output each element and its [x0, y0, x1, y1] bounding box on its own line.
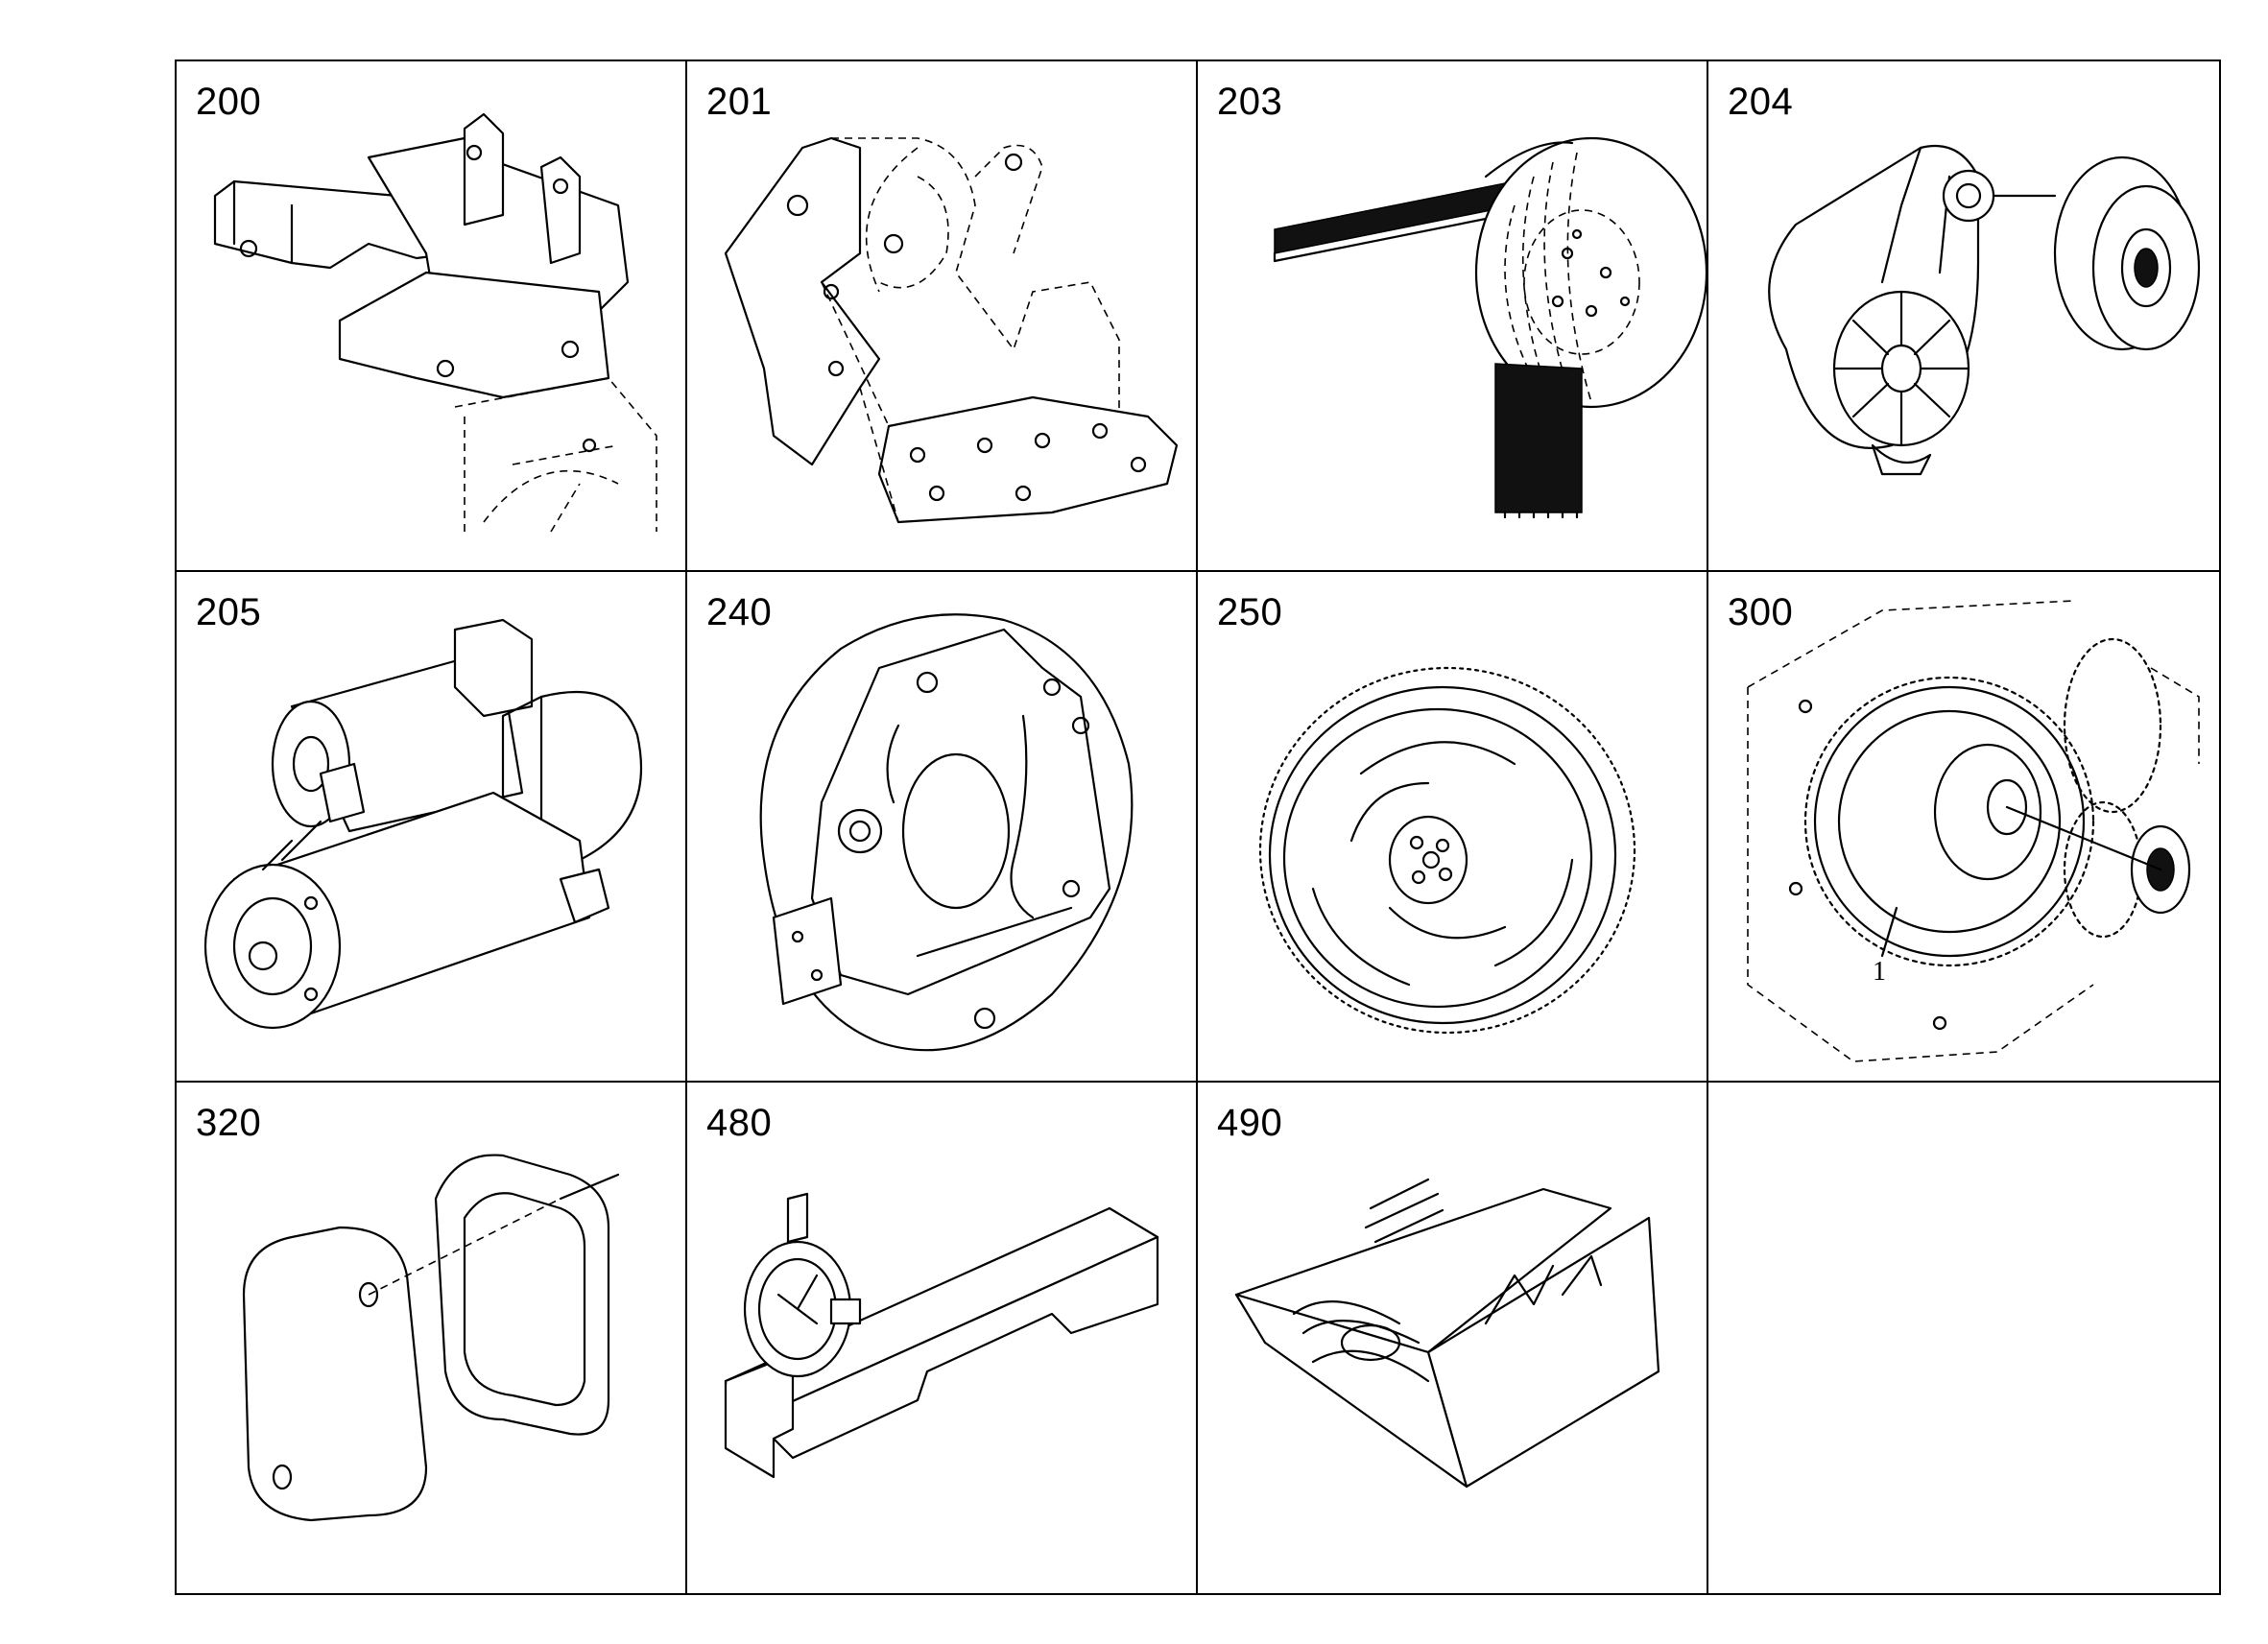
engine-mounting-bracket-icon [177, 61, 685, 570]
part-cell-480[interactable]: 480 [687, 1083, 1198, 1593]
part-cell-250[interactable]: 250 [1198, 572, 1708, 1083]
part-number: 490 [1217, 1102, 1283, 1144]
part-number: 250 [1217, 591, 1283, 633]
part-cell-205[interactable]: 205 [177, 572, 687, 1083]
part-number: 300 [1728, 591, 1794, 633]
timing-case-cover-icon [687, 61, 1196, 570]
dial-gauge-tool-icon [687, 1083, 1196, 1593]
part-cell-320[interactable]: 320 [177, 1083, 687, 1593]
starter-motor-icon [177, 572, 685, 1081]
cover-plate-gasket-icon [177, 1083, 685, 1593]
part-number: 205 [196, 591, 262, 633]
part-cell-201[interactable]: 201 [687, 61, 1198, 572]
part-cell-240[interactable]: 240 [687, 572, 1198, 1083]
part-cell-204[interactable]: 204 [1708, 61, 2219, 572]
part-number: 480 [706, 1102, 773, 1144]
flywheel-ring-gear-icon [1198, 572, 1707, 1081]
part-number: 320 [196, 1102, 262, 1144]
belt-pulley-icon [1198, 61, 1707, 570]
part-number: 200 [196, 81, 262, 123]
part-cell-300[interactable]: 300 1 [1708, 572, 2219, 1083]
part-number: 204 [1728, 81, 1794, 123]
part-cell-490[interactable]: 490 [1198, 1083, 1708, 1593]
parts-index-grid: 200 201 [175, 60, 2221, 1595]
gasket-kit-box-icon [1198, 1083, 1707, 1593]
flywheel-housing-icon [687, 572, 1196, 1081]
timing-gears-icon: 1 [1708, 572, 2219, 1081]
empty-cell [1708, 1083, 2219, 1593]
callout-label: 1 [1873, 957, 1886, 987]
part-number: 201 [706, 81, 773, 123]
belt-tensioner-icon [1708, 61, 2219, 570]
part-number: 240 [706, 591, 773, 633]
part-cell-203[interactable]: 203 [1198, 61, 1708, 572]
part-number: 203 [1217, 81, 1283, 123]
part-cell-200[interactable]: 200 [177, 61, 687, 572]
